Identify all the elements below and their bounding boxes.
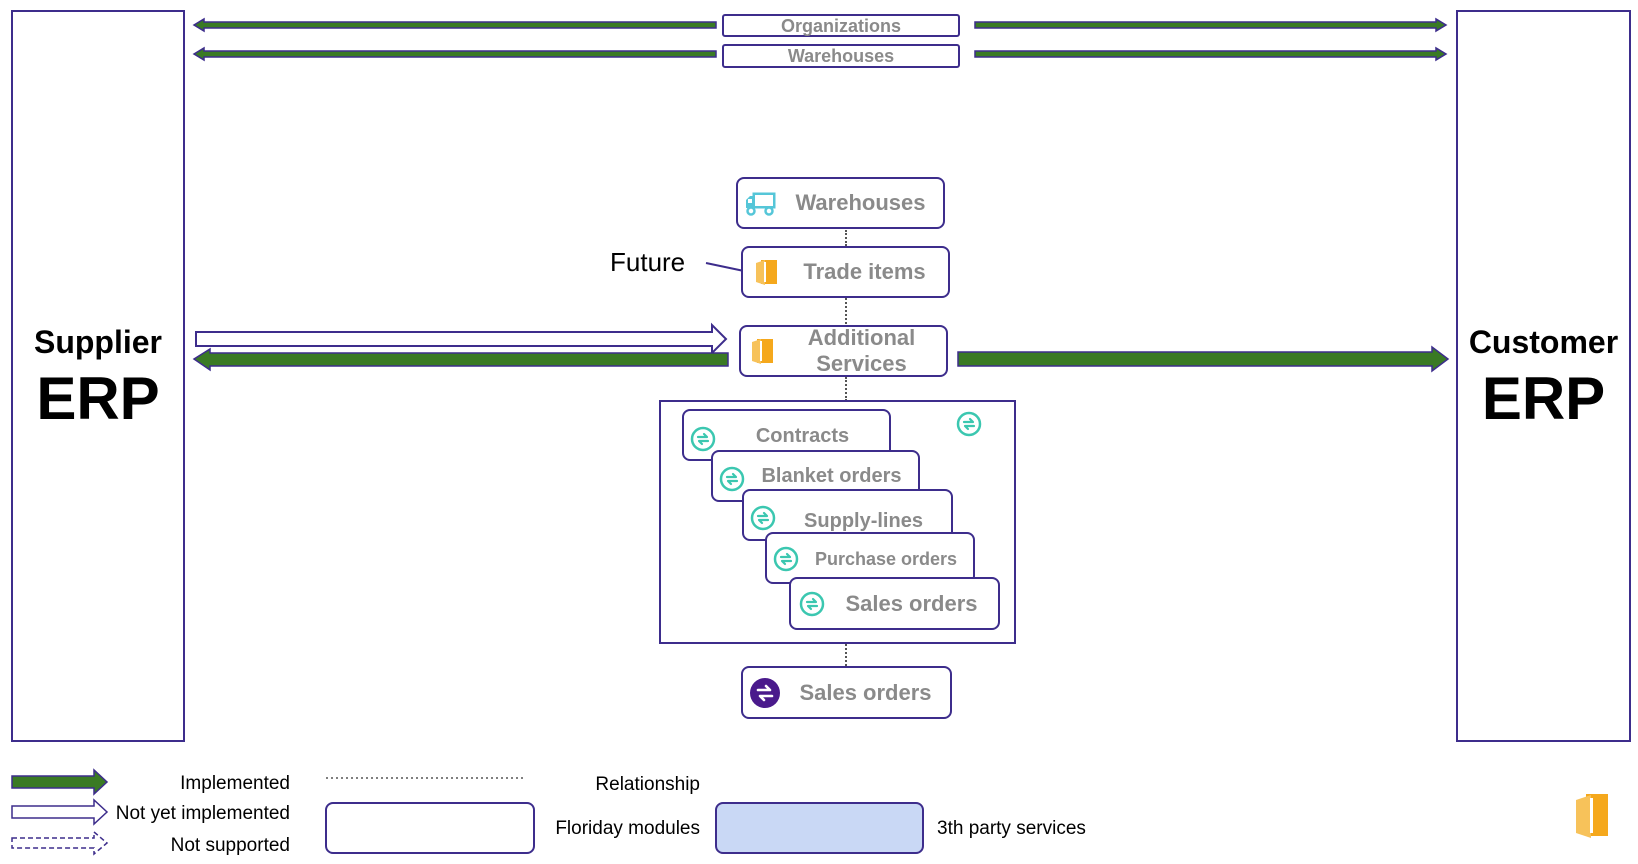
additional-services-not-yet-arrow bbox=[195, 322, 728, 356]
sync-icon bbox=[690, 426, 716, 452]
sales-orders-module: Sales orders bbox=[741, 666, 952, 719]
contracts-label: Contracts bbox=[755, 425, 850, 447]
legend-floriday-label: Floriday modules bbox=[555, 818, 700, 839]
purchase-orders-module: Purchase orders bbox=[765, 532, 975, 584]
additional-services-arrow-left bbox=[192, 347, 729, 372]
sync-icon bbox=[719, 466, 745, 492]
sync-icon bbox=[750, 505, 776, 531]
purchase-orders-label: Purchase orders bbox=[814, 549, 958, 569]
sync-icon bbox=[773, 546, 799, 572]
supplier-erp-box: Supplier ERP bbox=[11, 10, 185, 742]
contracts-module: Contracts bbox=[682, 409, 891, 461]
org-arrow-right bbox=[974, 17, 1448, 33]
sync-icon bbox=[799, 591, 825, 617]
relationship-connector bbox=[845, 230, 847, 246]
additional-services-label-line2: Services bbox=[816, 351, 907, 376]
floriday-door-icon bbox=[749, 336, 777, 366]
additional-services-module: Additional Services bbox=[739, 325, 948, 377]
additional-services-label-line1: Additional bbox=[807, 325, 916, 350]
customer-erp-label: ERP bbox=[1481, 365, 1606, 432]
future-label: Future bbox=[610, 247, 686, 277]
sync-icon bbox=[956, 411, 982, 437]
legend-not-supported-arrow bbox=[11, 830, 109, 856]
warehouses-module: Warehouses bbox=[736, 177, 945, 229]
trade-items-module: Trade items bbox=[741, 246, 950, 298]
customer-erp-box: Customer ERP bbox=[1456, 10, 1631, 742]
legend-not-supported-label: Not supported bbox=[170, 835, 290, 856]
sales-orders-stack-module: Sales orders bbox=[789, 577, 1000, 630]
warehouses-module-label: Warehouses bbox=[795, 190, 926, 215]
legend-implemented-label: Implemented bbox=[180, 773, 290, 794]
customer-label: Customer bbox=[1468, 324, 1619, 360]
floriday-door-icon bbox=[753, 257, 781, 287]
relationship-connector bbox=[845, 298, 847, 324]
future-callout-line bbox=[705, 262, 745, 272]
relationship-connector bbox=[845, 377, 847, 401]
relationship-connector bbox=[845, 644, 847, 666]
legend-relationship-label: Relationship bbox=[595, 774, 700, 795]
wh-arrow-right bbox=[974, 46, 1448, 62]
warehouses-top-box: Warehouses bbox=[722, 44, 960, 68]
additional-services-arrow-right bbox=[957, 345, 1450, 373]
legend-third-party-swatch bbox=[715, 802, 924, 854]
sales-orders-label: Sales orders bbox=[799, 679, 932, 705]
sales-orders-stack-label: Sales orders bbox=[845, 590, 978, 616]
supply-lines-label: Supply-lines bbox=[804, 510, 923, 532]
sync-icon bbox=[749, 677, 781, 709]
wh-arrow-left bbox=[192, 46, 717, 62]
legend-not-yet-label: Not yet implemented bbox=[115, 803, 290, 824]
org-arrow-left bbox=[192, 17, 717, 33]
legend-implemented-arrow bbox=[11, 768, 109, 796]
supplier-label: Supplier bbox=[33, 324, 162, 360]
trade-items-label: Trade items bbox=[803, 259, 926, 284]
supplier-erp-label: ERP bbox=[36, 365, 160, 432]
legend-not-yet-arrow bbox=[11, 798, 109, 826]
truck-icon bbox=[744, 189, 778, 217]
legend-third-party-label: 3th party services bbox=[937, 818, 1086, 839]
organizations-box: Organizations bbox=[722, 14, 960, 37]
floriday-logo-icon bbox=[1574, 792, 1612, 840]
blanket-orders-label: Blanket orders bbox=[761, 465, 902, 487]
legend-floriday-module-swatch bbox=[325, 802, 535, 854]
